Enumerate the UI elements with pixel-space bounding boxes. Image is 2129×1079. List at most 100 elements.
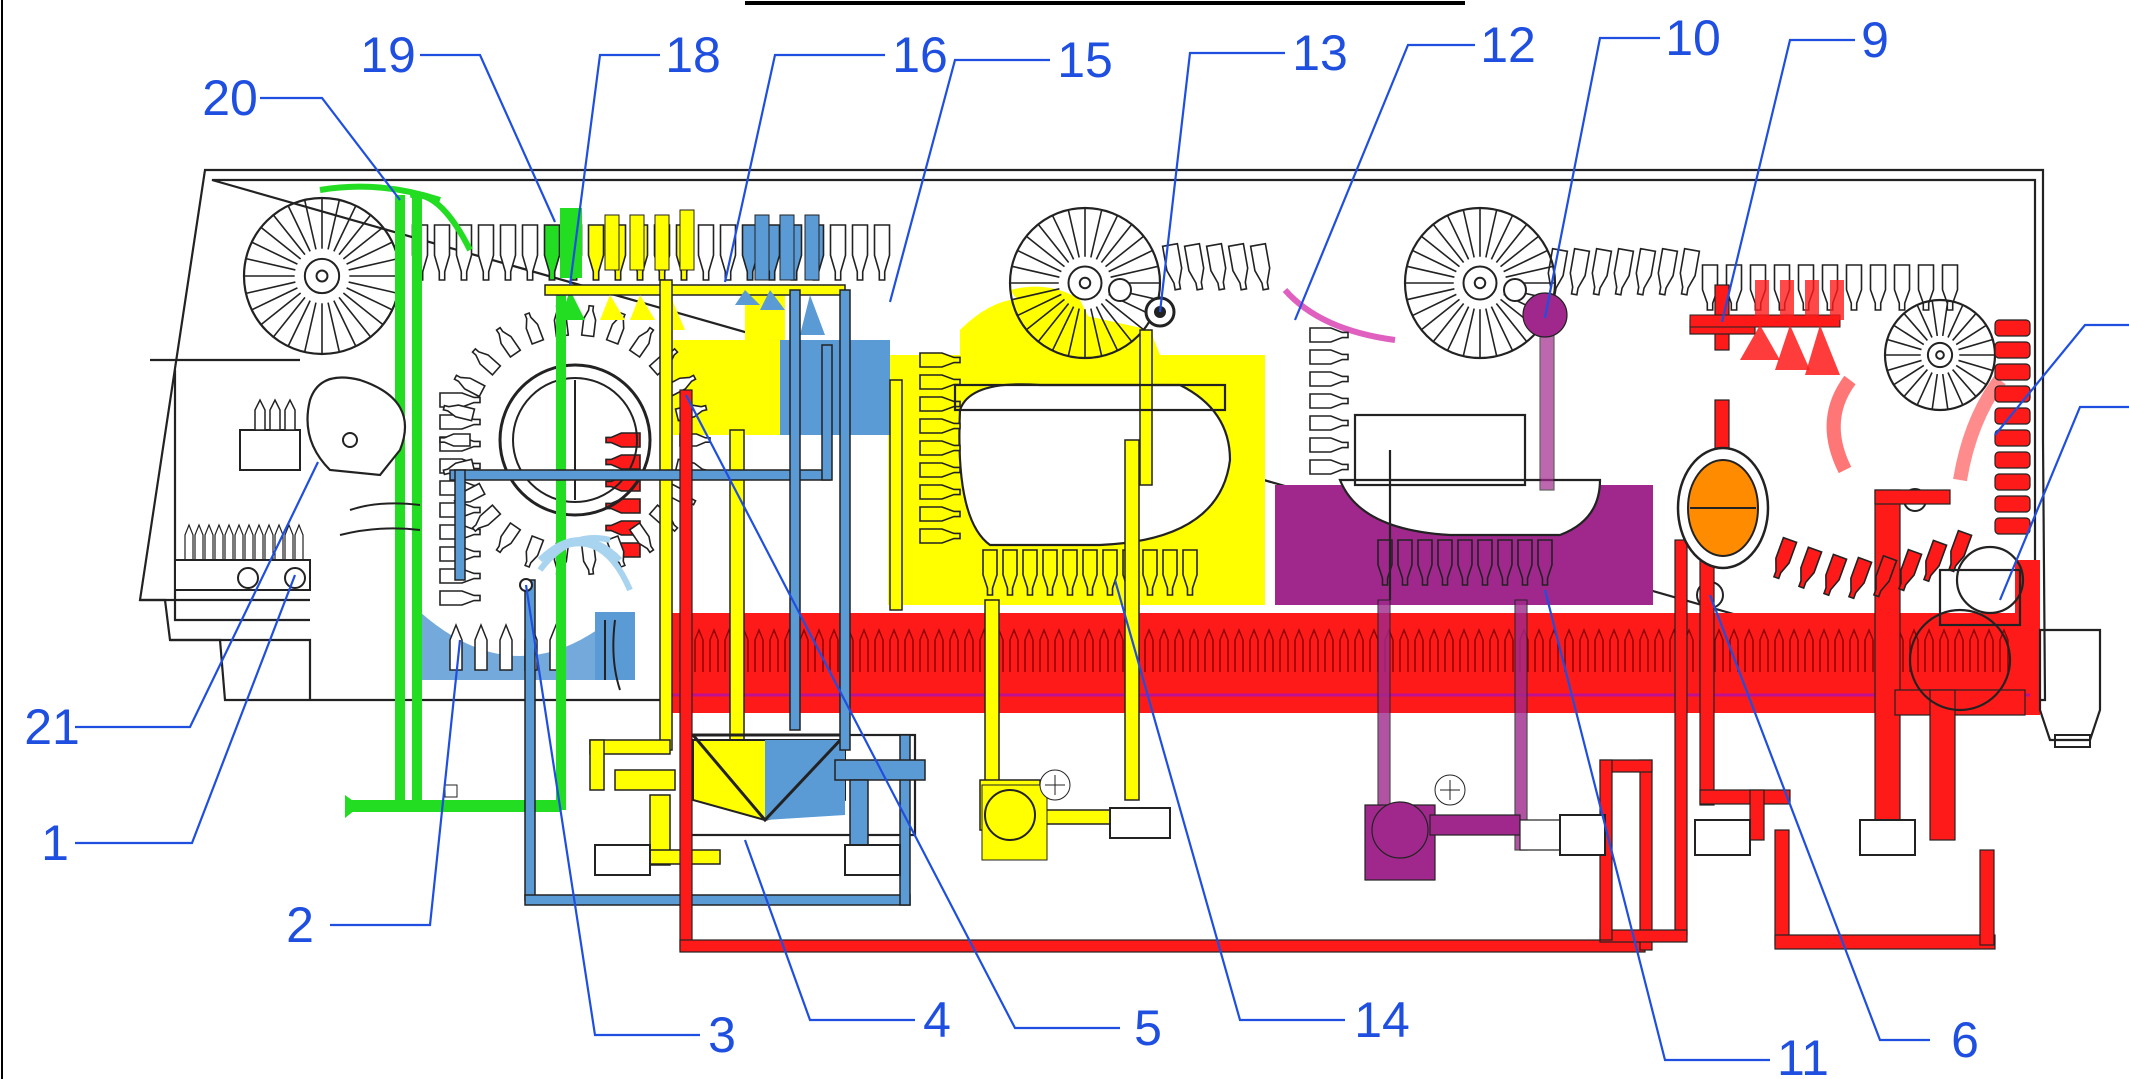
tank-bottle (1534, 628, 1544, 672)
red-bottle (1797, 546, 1823, 590)
leader-14 (1113, 579, 1345, 1022)
tank-bottle (1159, 628, 1169, 672)
tank-bottle (874, 628, 884, 672)
tank-bottle (1549, 628, 1559, 672)
chain-bottle (919, 506, 961, 522)
red-bottle (1772, 536, 1798, 580)
infeed-bottle (254, 523, 264, 561)
chain-bottle (543, 224, 561, 281)
tank-bottle (1924, 628, 1934, 672)
chain-bottle (1657, 247, 1679, 296)
tank-bottle (1714, 628, 1724, 672)
tank-bottle (1864, 628, 1874, 672)
leader-18 (568, 53, 660, 286)
infeed-bottle (284, 398, 296, 431)
tank-bottle (1459, 628, 1469, 672)
tank-bottle (1564, 628, 1574, 672)
chain-bottle (919, 396, 961, 412)
infeed-wheel (242, 196, 402, 356)
tank-bottle (1429, 628, 1439, 672)
tank-bottle (1204, 628, 1214, 672)
chain-bottle (697, 224, 715, 281)
chain-bottle (1183, 242, 1205, 291)
drum-bottle (471, 347, 502, 376)
tank-bottle (694, 628, 704, 672)
callout-label-18: 18 (665, 27, 721, 83)
tank-bottle (1339, 628, 1349, 672)
leader-1 (75, 574, 297, 845)
tank-bottle (1579, 628, 1589, 672)
callout-label-9: 9 (1861, 12, 1889, 68)
tank-bottle (1609, 628, 1619, 672)
chain-bottle (1042, 549, 1058, 596)
chain-bottle (499, 224, 517, 281)
red-pocket (1994, 473, 2031, 491)
drum-bottle (471, 504, 502, 533)
tank-bottle (1834, 628, 1844, 672)
tank-bottle (1849, 628, 1859, 672)
chain-bottle (605, 432, 641, 448)
tank-bottle (1489, 628, 1499, 672)
callout-label-19: 19 (360, 27, 416, 83)
tank-bottle (1039, 628, 1049, 672)
blue-nozzles (754, 214, 820, 281)
pumps (444, 769, 1916, 876)
callout-label-11: 11 (1777, 1030, 1829, 1079)
chain-bottle (1249, 242, 1271, 291)
chain-bottle (1845, 264, 1863, 311)
chain-bottle (1309, 415, 1349, 431)
drum-bottle (439, 433, 471, 447)
tank-bottle (754, 628, 764, 672)
drum-bottle (524, 535, 545, 569)
hot-water-tank (888, 286, 1265, 605)
chain-bottle (919, 462, 961, 478)
chain-bottle (1613, 247, 1635, 296)
leader-9 (1720, 38, 1855, 323)
drum-bottle (628, 521, 655, 554)
chain-bottle (919, 418, 961, 434)
leader-2 (330, 639, 462, 927)
chain-bottle (1162, 549, 1178, 596)
sprocket-wheels (242, 196, 1997, 609)
tank-bottle (1264, 628, 1274, 672)
chain-bottle (1517, 539, 1533, 586)
tank-bottle (829, 628, 839, 672)
chain-bottle (919, 528, 961, 544)
tank-bottle (859, 628, 869, 672)
drum-bottle (495, 521, 522, 554)
leader-3 (524, 584, 700, 1037)
chain-bottle (1591, 247, 1613, 296)
tank-bottle (1414, 628, 1424, 672)
tank-bottle (1399, 628, 1409, 672)
yellow-nozzles (604, 209, 695, 271)
tank-bottle (1624, 628, 1634, 672)
tank-bottle (1984, 628, 1994, 672)
red-spray-bar (1689, 314, 2006, 482)
red-pocket (1994, 407, 2031, 425)
leader-5 (685, 394, 1120, 1030)
chain-bottle (1701, 264, 1719, 311)
tank-bottle (1939, 628, 1949, 672)
chain-bottle (1537, 539, 1553, 586)
leader-12 (1293, 43, 1475, 321)
tank-bottle (1069, 628, 1079, 672)
infeed-bottle (184, 523, 194, 561)
chain-bottle (439, 590, 481, 606)
red-bottle-pockets (1772, 319, 2031, 600)
callout-label-21: 21 (24, 699, 80, 755)
tank-bottle (1324, 628, 1334, 672)
structure-outlines (953, 383, 2102, 748)
chain-bottle (1457, 539, 1473, 586)
tank-bottle (1099, 628, 1109, 672)
drum-bottle (605, 311, 626, 345)
chain-bottle (1635, 247, 1657, 296)
tank-bottle (1294, 628, 1304, 672)
light-blue-spray (519, 535, 633, 592)
callout-label-4: 4 (923, 992, 951, 1048)
chain-bottle (1102, 549, 1118, 596)
tank-bottle (1759, 628, 1769, 672)
red-pocket (1994, 341, 2031, 359)
tank-bottle (1954, 628, 1964, 672)
red-pocket (1994, 363, 2031, 381)
infeed-bottle (194, 523, 204, 561)
